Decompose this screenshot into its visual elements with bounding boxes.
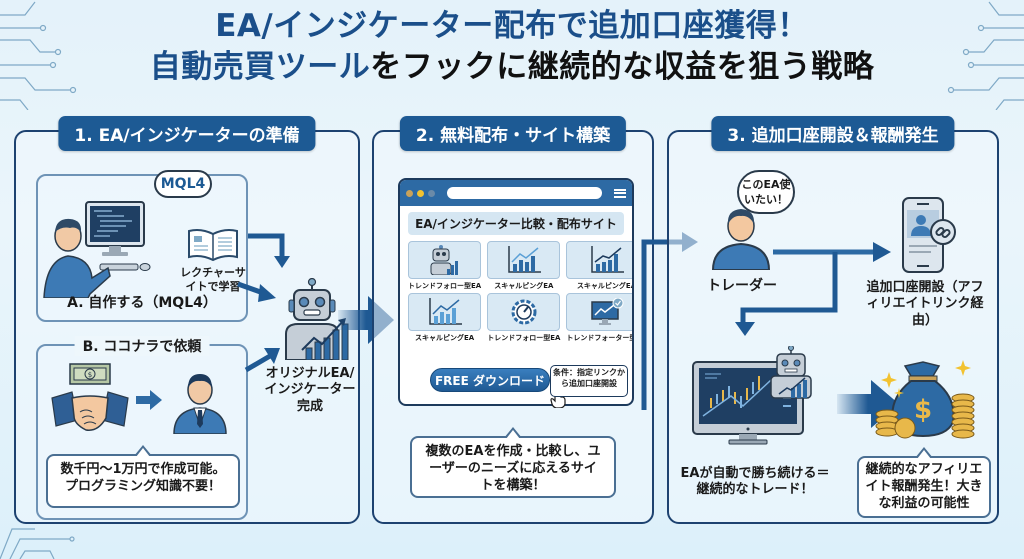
ea-card[interactable]: トレンドフォロー型EA — [408, 241, 482, 291]
book-icon — [188, 229, 238, 262]
option-a-label: A. 自作する（MQL4） — [67, 295, 217, 311]
circuit-decoration-right — [947, 1, 1024, 110]
arrow-trader-to-account — [740, 242, 891, 326]
bar-chart-icon — [590, 246, 624, 273]
arrow-b-to-robot — [244, 348, 280, 373]
svg-text:$: $ — [88, 371, 92, 379]
ea-card-label: トレンドフォロー型EA — [408, 282, 482, 290]
panel-distribution: 2. 無料配布・サイト構築 EA/インジケーター比較・配布サイト トレンドフォロ… — [372, 116, 654, 524]
trader-avatar-icon — [711, 209, 771, 270]
monitor-check-icon — [590, 298, 623, 325]
ea-card[interactable]: スキャルピングEA — [408, 293, 482, 343]
title-line1-blue: EA/インジケーター配布で — [215, 8, 589, 44]
panel-account-reward: 3. 追加口座開設＆報酬発生 このEA使いたい！ トレーダー 追加口座開設（アフ… — [667, 116, 999, 524]
additional-account-label: 追加口座開設（アフィリエイトリンク経由） — [866, 280, 984, 328]
ea-card[interactable]: トレンドフォロー型EA — [487, 293, 561, 343]
window-dot-yellow[interactable] — [417, 189, 424, 197]
ea-card[interactable]: トレンドフォーター型EA — [566, 293, 632, 343]
browser-toolbar — [400, 180, 632, 206]
trading-monitor-icon — [692, 346, 812, 445]
title-line1-black: 追加口座獲得！ — [588, 8, 809, 44]
download-condition-note: 条件：指定リンクから追加口座開設 — [550, 365, 628, 397]
address-bar[interactable] — [447, 187, 602, 199]
free-download-button[interactable]: FREE ダウンロード — [430, 368, 550, 392]
ea-card-grid: トレンドフォロー型EA スキャルピングEA スキャルピングEA スキャルピングE… — [400, 241, 632, 343]
panel-header-2: 2. 無料配布・サイト構築 — [399, 116, 627, 151]
option-b-label: B. ココナラで依頼 — [74, 336, 210, 356]
ea-card-label: スキャルピングEA — [576, 282, 634, 290]
ea-card-label: トレンドフォロー型EA — [487, 334, 561, 342]
handshake-money-icon: $ — [51, 363, 129, 431]
bar-chart-icon — [428, 298, 462, 325]
svg-text:$: $ — [914, 395, 932, 425]
ea-card-label: スキャルピングEA — [415, 334, 475, 342]
lecture-site-label: レクチャーサイトで学習 — [180, 266, 246, 293]
ea-card-label: スキャルピングEA — [494, 282, 554, 290]
site-title: EA/インジケーター比較・配布サイト — [408, 212, 624, 235]
circuit-decoration-left — [0, 1, 77, 110]
original-ea-label: オリジナルEA/インジケーター完成 — [264, 366, 356, 414]
hamburger-menu-icon[interactable] — [614, 188, 626, 198]
robot-ea-icon — [285, 278, 349, 360]
arrow-lecture-to-robot — [237, 281, 276, 302]
page-title: EA/インジケーター配布で追加口座獲得！ 自動売買ツールをフックに継続的な収益を… — [0, 8, 1024, 86]
arrow-a-to-robot — [248, 233, 290, 268]
trader-speech-bubble: このEA使いたい！ — [737, 170, 795, 214]
window-dot-green[interactable] — [428, 189, 435, 197]
smartphone-link-icon — [902, 197, 956, 273]
ea-card-label: トレンドフォーター型EA — [566, 334, 632, 342]
money-bag-icon: $ — [875, 360, 975, 439]
mql4-thought-bubble: MQL4 — [154, 170, 212, 198]
site-building-callout: 複数のEAを作成・比較し、ユーザーのニーズに応えるサイトを構築！ — [410, 427, 616, 498]
window-dot-red[interactable] — [406, 189, 413, 197]
automated-trade-label: EAが自動で勝ち続ける＝継続的なトレード！ — [680, 466, 830, 498]
panel-header-1: 1. EA/インジケーターの準備 — [58, 116, 316, 151]
title-line2-black: をフックに継続的な収益を狙う戦略 — [370, 49, 875, 86]
programmer-icon — [43, 201, 151, 298]
option-b-box: B. ココナラで依頼 $ 数千円～1万円で作成可能。プログラミング知識不要！ — [36, 336, 248, 520]
businessman-icon — [173, 374, 227, 434]
coconala-callout: 数千円～1万円で作成可能。プログラミング知識不要！ — [46, 445, 240, 508]
ea-card[interactable]: スキャルピングEA — [566, 241, 634, 291]
right-arrow-icon — [136, 390, 162, 410]
panel-header-3: 3. 追加口座開設＆報酬発生 — [711, 116, 955, 151]
gauge-icon — [511, 299, 537, 325]
bar-chart-icon — [508, 246, 541, 273]
title-line2-blue: 自動売買ツール — [149, 49, 371, 86]
robot-chart-icon — [430, 245, 458, 275]
affiliate-reward-callout: 継続的なアフィリエイト報酬発生！大きな利益の可能性 — [857, 447, 991, 518]
trader-label: トレーダー — [707, 278, 777, 294]
option-a-box: MQL4 レクチャーサイトで学習 A. 自作する（MQL4） — [36, 170, 248, 322]
panel-preparation: 1. EA/インジケーターの準備 MQL4 レクチャーサイトで学習 — [14, 116, 360, 524]
circuit-decoration-bottom — [0, 528, 75, 559]
arrow-account-to-trade — [735, 322, 755, 336]
ea-card[interactable]: スキャルピングEA — [487, 241, 561, 291]
